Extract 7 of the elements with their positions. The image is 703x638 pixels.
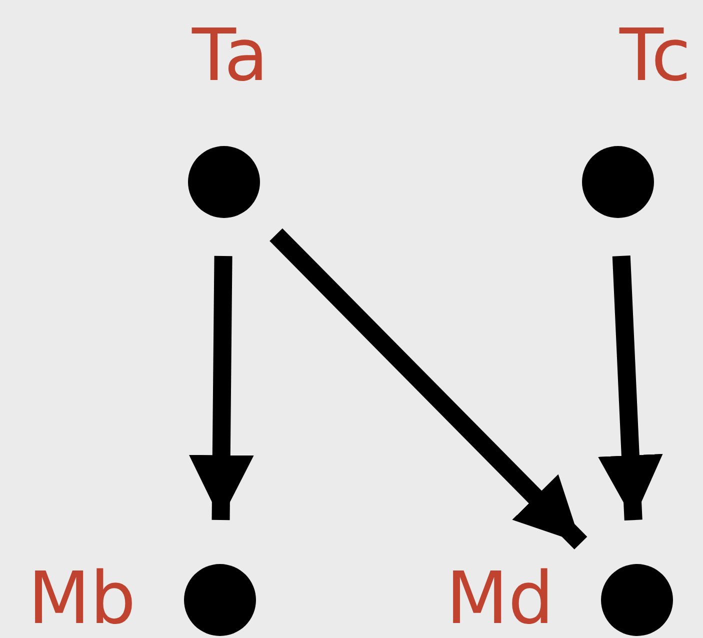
arrow: [188, 256, 254, 520]
arrow: [598, 256, 663, 520]
node-label: Mb: [28, 562, 136, 634]
node-label: Ta: [192, 19, 268, 91]
node-label: Tc: [620, 19, 691, 91]
node-label: Md: [446, 562, 554, 634]
arrow: [270, 228, 588, 550]
